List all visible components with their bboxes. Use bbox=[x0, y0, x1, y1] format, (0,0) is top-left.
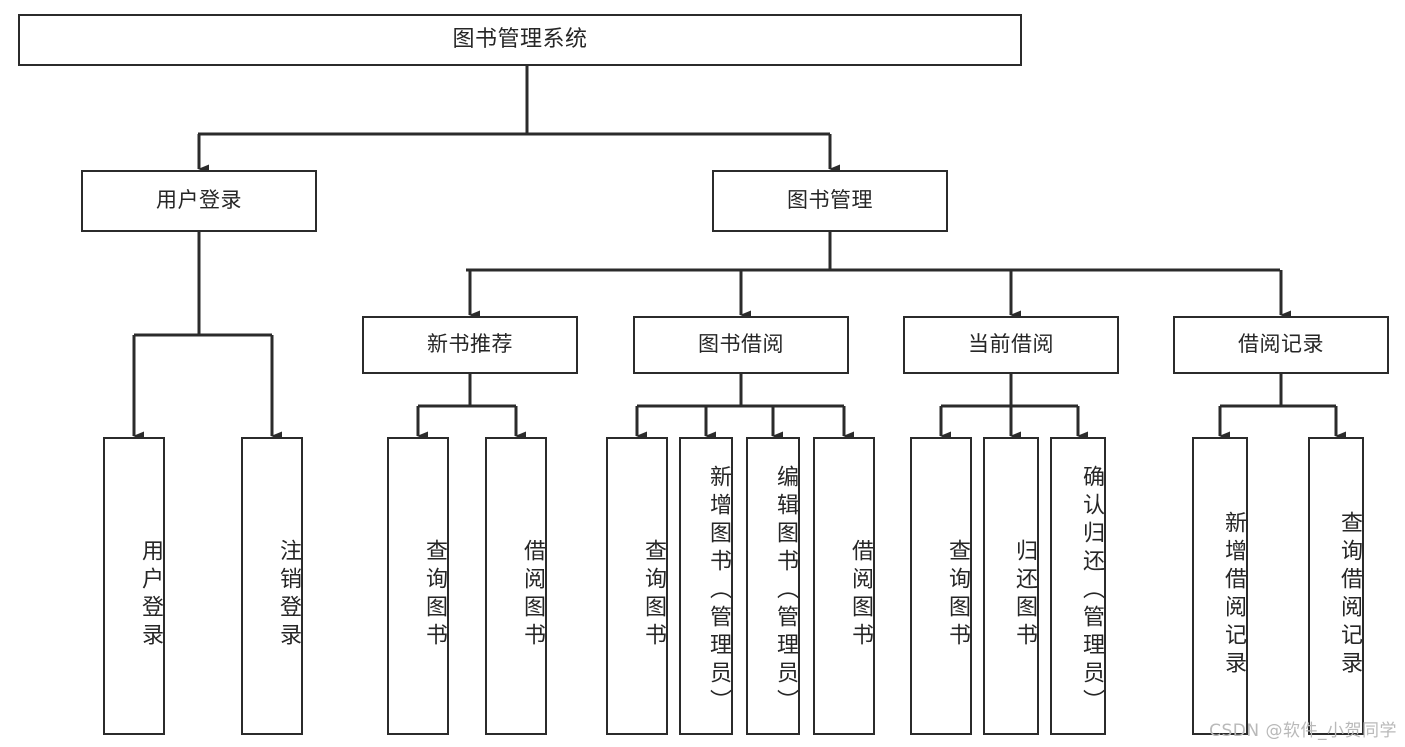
node-leaf-query-borrow-record[interactable]: 查询借阅记录 bbox=[1308, 437, 1364, 735]
node-leaf-add-borrow-record[interactable]: 新增借阅记录 bbox=[1192, 437, 1248, 735]
node-label-borrow-record: 借阅记录 bbox=[1238, 332, 1324, 357]
node-book-manage[interactable]: 图书管理 bbox=[712, 170, 948, 232]
node-label-root: 图书管理系统 bbox=[452, 26, 588, 52]
node-leaf-confirm-return-admin[interactable]: 确认归还（管理员） bbox=[1050, 437, 1106, 735]
node-label-leaf-edit-book-admin: 编辑图书（管理员） bbox=[773, 465, 798, 717]
node-book-borrow[interactable]: 图书借阅 bbox=[633, 316, 849, 374]
node-borrow-record[interactable]: 借阅记录 bbox=[1173, 316, 1389, 374]
node-leaf-user-login[interactable]: 用户登录 bbox=[103, 437, 165, 735]
node-leaf-logout[interactable]: 注销登录 bbox=[241, 437, 303, 735]
node-label-leaf-return-book: 归还图书 bbox=[1012, 539, 1037, 651]
node-leaf-edit-book-admin[interactable]: 编辑图书（管理员） bbox=[746, 437, 800, 735]
node-label-leaf-add-book-admin: 新增图书（管理员） bbox=[706, 465, 731, 717]
node-label-leaf-query-book-current: 查询图书 bbox=[945, 539, 970, 651]
node-label-book-borrow: 图书借阅 bbox=[698, 332, 784, 357]
node-root[interactable]: 图书管理系统 bbox=[18, 14, 1022, 66]
node-label-leaf-query-borrow-record: 查询借阅记录 bbox=[1337, 511, 1362, 679]
node-leaf-query-book-current[interactable]: 查询图书 bbox=[910, 437, 972, 735]
node-label-leaf-query-book-recommend: 查询图书 bbox=[422, 539, 447, 651]
node-label-new-book-recommend: 新书推荐 bbox=[427, 332, 513, 357]
node-user-login[interactable]: 用户登录 bbox=[81, 170, 317, 232]
node-label-leaf-borrow-book: 借阅图书 bbox=[848, 539, 873, 651]
node-leaf-query-book-borrow[interactable]: 查询图书 bbox=[606, 437, 668, 735]
node-label-leaf-confirm-return-admin: 确认归还（管理员） bbox=[1079, 465, 1104, 717]
node-leaf-add-book-admin[interactable]: 新增图书（管理员） bbox=[679, 437, 733, 735]
node-label-current-borrow: 当前借阅 bbox=[968, 332, 1054, 357]
node-leaf-borrow-book[interactable]: 借阅图书 bbox=[813, 437, 875, 735]
csdn-watermark: CSDN @软件_小贺同学 bbox=[1209, 721, 1397, 741]
node-label-leaf-add-borrow-record: 新增借阅记录 bbox=[1221, 511, 1246, 679]
node-current-borrow[interactable]: 当前借阅 bbox=[903, 316, 1119, 374]
node-label-book-manage: 图书管理 bbox=[787, 188, 873, 213]
node-leaf-borrow-book-recommend[interactable]: 借阅图书 bbox=[485, 437, 547, 735]
node-label-user-login: 用户登录 bbox=[156, 188, 242, 213]
node-label-leaf-borrow-book-recommend: 借阅图书 bbox=[520, 539, 545, 651]
node-leaf-return-book[interactable]: 归还图书 bbox=[983, 437, 1039, 735]
node-new-book-recommend[interactable]: 新书推荐 bbox=[362, 316, 578, 374]
node-label-leaf-query-book-borrow: 查询图书 bbox=[641, 539, 666, 651]
node-leaf-query-book-recommend[interactable]: 查询图书 bbox=[387, 437, 449, 735]
node-label-leaf-user-login: 用户登录 bbox=[138, 539, 163, 651]
node-label-leaf-logout: 注销登录 bbox=[276, 539, 301, 651]
